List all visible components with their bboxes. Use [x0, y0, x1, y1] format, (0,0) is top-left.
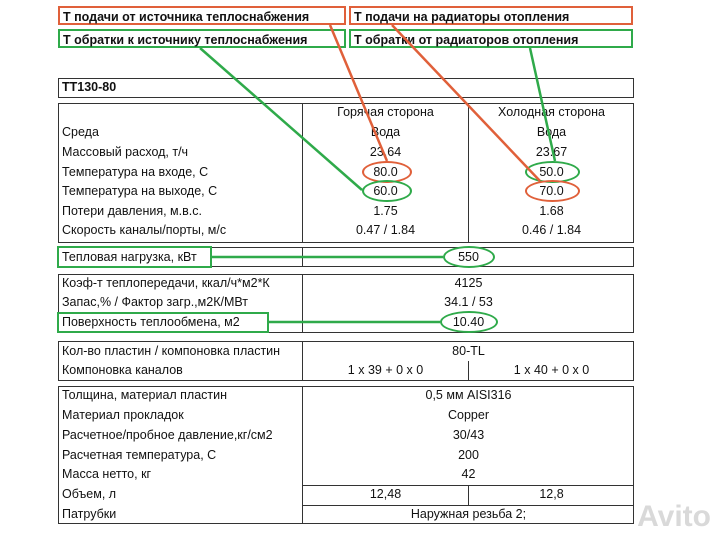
cell-value: Наружная резьба 2; [410, 507, 527, 521]
plates-table [58, 341, 634, 381]
callout-supply-source: Т подачи от источника теплоснабжения [58, 6, 346, 25]
row-label: Запас,% / Фактор загр.,м2К/МВт [62, 295, 249, 309]
cell-cold: 0.46 / 1.84 [521, 223, 582, 237]
heat-load-label: Тепловая нагрузка, кВт [62, 250, 197, 264]
row-label: Толщина, материал пластин [62, 388, 228, 402]
cell-cold: 12,8 [539, 487, 564, 501]
row-label: Кол-во пластин / компоновка пластин [62, 344, 281, 358]
row-label: Расчетная температура, С [62, 448, 217, 462]
cell-hot: Вода [370, 125, 401, 139]
cell-hot: 1 х 39 + 0 х 0 [347, 363, 424, 377]
callout-return-source: Т обратки к источнику теплоснабжения [58, 29, 346, 48]
row-label: Коэф-т теплопередачи, ккал/ч*м2*К [62, 276, 270, 290]
cell-cold: 23.67 [535, 145, 568, 159]
cell-hot: 23.64 [369, 145, 402, 159]
row-label: Материал прокладок [62, 408, 184, 422]
cell-value: 80-TL [452, 344, 485, 358]
header-cold-side: Холодная сторона [498, 105, 605, 119]
connector-return-radiators [528, 47, 557, 162]
row-label: Масса нетто, кг [62, 467, 152, 481]
header-hot-side: Горячая сторона [337, 105, 434, 119]
materials-table [58, 386, 634, 524]
cell-hot: 1.75 [373, 204, 398, 218]
row-label: Патрубки [62, 507, 117, 521]
row-label: Объем, л [62, 487, 117, 501]
cell-value: Copper [448, 408, 489, 422]
highlight-surface-value [440, 311, 498, 333]
cell-value: 30/43 [452, 428, 485, 442]
row-label: Расчетное/пробное давление,кг/см2 [62, 428, 273, 442]
cell-value: 42 [461, 467, 476, 481]
highlight-hot-outlet [362, 180, 412, 202]
row-label: Среда [62, 125, 99, 139]
media-table [58, 103, 634, 243]
highlight-cold-outlet [525, 180, 580, 202]
row-label: Температура на выходе, С [62, 184, 218, 198]
cell-cold: Вода [536, 125, 567, 139]
model-row [58, 78, 634, 98]
cell-cold: 1.68 [539, 204, 564, 218]
cell-value: 4125 [454, 276, 483, 290]
connector-supply-radiators [391, 24, 541, 182]
transfer-table [58, 274, 634, 333]
highlight-surface-label [57, 312, 269, 333]
avito-watermark: Avito [637, 500, 711, 533]
connector-supply-source [328, 24, 389, 162]
cell-hot: 12,48 [369, 487, 402, 501]
model-name: ТТ130-80 [62, 80, 117, 94]
cell-value: 34.1 / 53 [444, 295, 493, 309]
cell-hot: 0.47 / 1.84 [355, 223, 416, 237]
cell-value: 200 [458, 448, 479, 462]
row-label: Массовый расход, т/ч [62, 145, 189, 159]
cell-value: 0,5 мм AISI316 [425, 388, 512, 402]
cell-cold: 1 х 40 + 0 х 0 [513, 363, 590, 377]
row-label: Скорость каналы/порты, м/с [62, 223, 227, 237]
row-label: Потери давления, м.в.с. [62, 204, 202, 218]
highlight-heat-load-label [57, 246, 212, 268]
row-label: Температура на входе, С [62, 165, 209, 179]
connector-return-source [199, 47, 363, 191]
row-label: Компоновка каналов [62, 363, 183, 377]
row-label: Поверхность теплообмена, м2 [62, 315, 240, 329]
highlight-heat-load-value [443, 246, 495, 268]
callout-supply-radiators: Т подачи на радиаторы отопления [349, 6, 633, 25]
